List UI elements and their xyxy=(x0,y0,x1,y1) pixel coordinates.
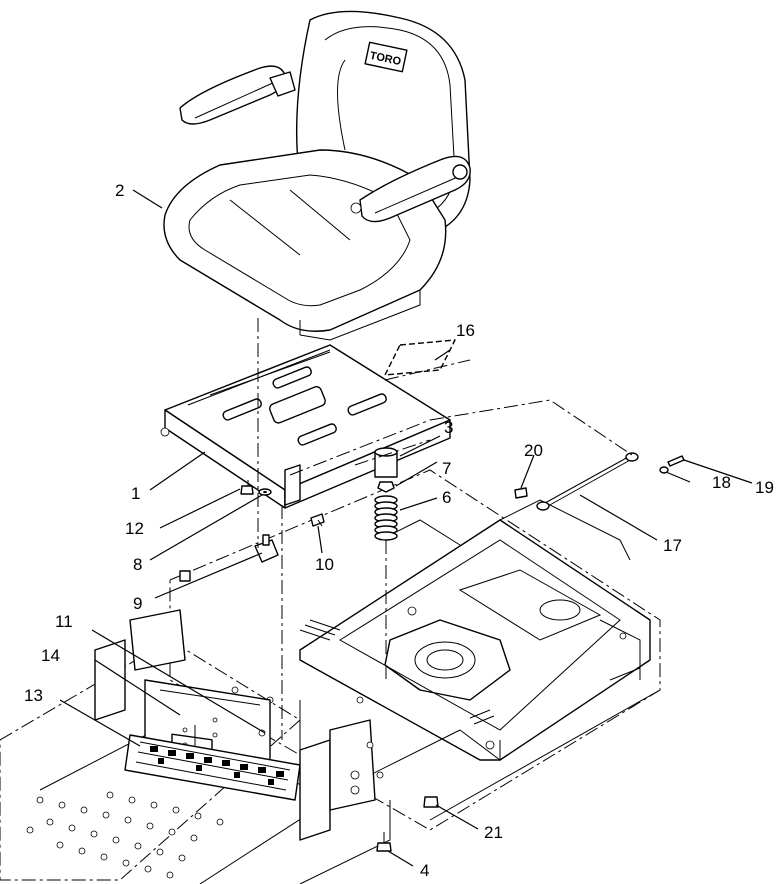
bolt-4 xyxy=(376,832,392,852)
bracket-9-clip xyxy=(179,570,191,582)
callout-2: 2 xyxy=(115,181,124,200)
nut-7 xyxy=(377,481,395,493)
callout-8: 8 xyxy=(133,555,142,574)
terminal-19 xyxy=(667,455,685,467)
callout-16: 16 xyxy=(456,321,475,340)
bumper-3 xyxy=(374,447,398,478)
callout-6: 6 xyxy=(442,488,451,507)
callout-19: 19 xyxy=(755,478,774,497)
wire-harness-17 xyxy=(536,452,639,511)
decal-13-pattern xyxy=(150,746,284,785)
floor-plate-holes xyxy=(26,791,224,879)
leader-lines xyxy=(59,189,753,867)
callout-labels: 2 1 3 7 6 12 8 9 10 16 20 19 18 17 11 14… xyxy=(24,181,774,880)
screw-20 xyxy=(514,487,528,499)
callout-1: 1 xyxy=(131,484,140,503)
callout-3: 3 xyxy=(444,418,453,437)
floor-plate xyxy=(0,639,331,884)
nut-21 xyxy=(423,796,439,808)
decal-16 xyxy=(384,339,456,376)
seat-switch-9 xyxy=(254,534,279,563)
spring-6 xyxy=(374,495,398,541)
seat-plate xyxy=(160,344,451,509)
callout-12: 12 xyxy=(125,519,144,538)
callout-7: 7 xyxy=(442,459,451,478)
callout-14: 14 xyxy=(41,646,60,665)
connector-18 xyxy=(659,466,669,474)
callout-17: 17 xyxy=(663,536,682,555)
main-frame xyxy=(169,469,661,884)
callout-4: 4 xyxy=(420,861,429,880)
seat: TORO xyxy=(163,10,471,341)
bolt-12 xyxy=(240,485,254,495)
front-panel-assembly xyxy=(94,609,376,841)
callout-10: 10 xyxy=(315,555,334,574)
callout-21: 21 xyxy=(484,823,503,842)
bolt-10 xyxy=(310,513,325,527)
washer-8 xyxy=(258,488,272,496)
callout-11: 11 xyxy=(55,612,73,631)
callout-20: 20 xyxy=(524,441,543,460)
callout-13: 13 xyxy=(24,686,43,705)
callout-9: 9 xyxy=(133,594,142,613)
callout-18: 18 xyxy=(712,473,731,492)
assembly-centerlines xyxy=(247,318,633,740)
